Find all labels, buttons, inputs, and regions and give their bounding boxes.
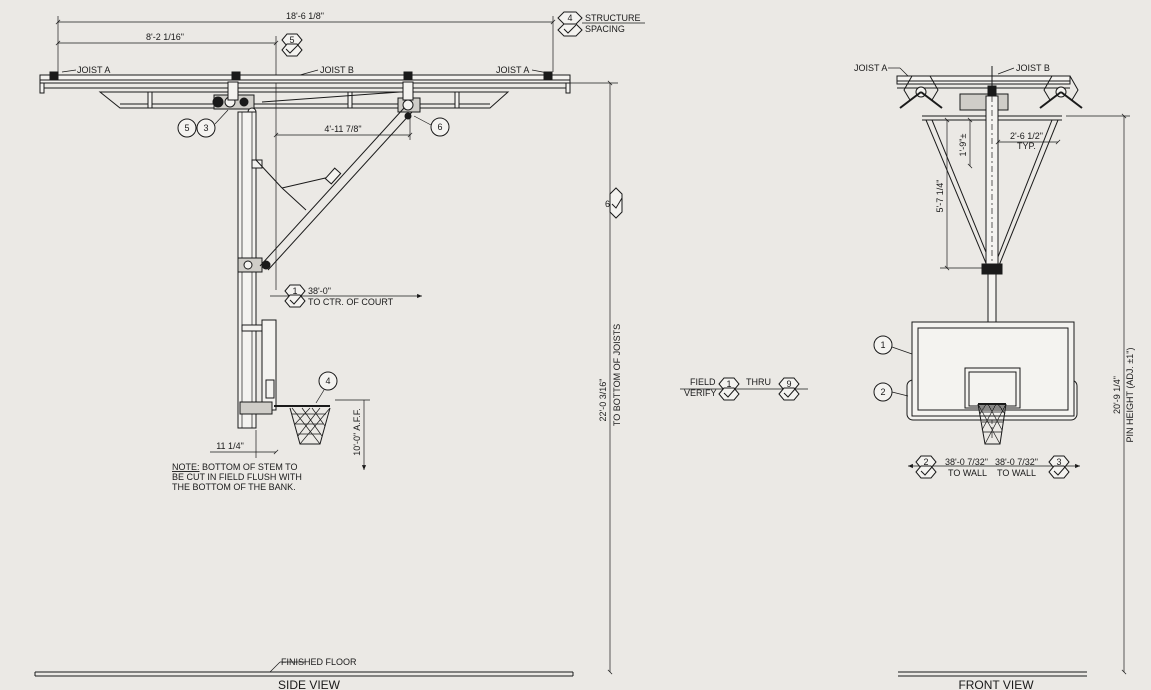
svg-text:10'-0" A.F.F.: 10'-0" A.F.F. xyxy=(352,408,362,455)
structure-spacing-line1: STRUCTURE xyxy=(585,13,641,23)
svg-text:3: 3 xyxy=(1056,457,1061,467)
svg-text:TO WALL: TO WALL xyxy=(997,468,1036,478)
svg-text:TYP.: TYP. xyxy=(1017,141,1036,151)
diagonal-brace xyxy=(255,107,413,271)
svg-text:BE CUT IN FIELD FLUSH WITH: BE CUT IN FIELD FLUSH WITH xyxy=(172,472,302,482)
structure-spacing-line2: SPACING xyxy=(585,24,625,34)
svg-text:VERIFY: VERIFY xyxy=(684,388,717,398)
svg-text:2: 2 xyxy=(923,457,928,467)
svg-text:4: 4 xyxy=(325,376,330,386)
backboard xyxy=(906,321,1078,445)
tag-circle-4: 4 xyxy=(315,371,338,404)
joist-a-right-label: JOIST A xyxy=(496,65,529,75)
svg-text:6: 6 xyxy=(605,199,610,209)
dim-rim: 10'-0" A.F.F. xyxy=(335,399,370,470)
svg-text:11 1/4": 11 1/4" xyxy=(216,441,244,451)
hoop-side xyxy=(274,405,331,445)
side-view: 18'-6 1/8" 4 STRUCTURE SPACING 8'-2 1/16… xyxy=(34,11,645,690)
front-frame xyxy=(922,95,1062,440)
svg-text:1: 1 xyxy=(880,340,885,350)
svg-text:38'-0 7/32": 38'-0 7/32" xyxy=(995,457,1038,467)
svg-text:NOTE: BOTTOM OF STEM TO: NOTE: BOTTOM OF STEM TO xyxy=(172,462,298,472)
svg-text:PIN HEIGHT (ADJ. ±1"): PIN HEIGHT (ADJ. ±1") xyxy=(1125,348,1135,443)
svg-text:4'-11 7/8": 4'-11 7/8" xyxy=(324,124,361,134)
dim-diag: 4'-11 7/8" xyxy=(273,118,413,140)
tag-circle-3: 3 xyxy=(196,109,229,138)
front-view-title: FRONT VIEW xyxy=(958,678,1034,690)
dim-width-front: 2'-6 1/2" TYP. xyxy=(995,131,1061,151)
svg-text:1: 1 xyxy=(726,379,731,389)
dim-pin-height: 20'-9 1/4" PIN HEIGHT (ADJ. ±1") xyxy=(1066,113,1135,675)
svg-text:TO WALL: TO WALL xyxy=(948,468,987,478)
svg-text:1: 1 xyxy=(292,286,297,296)
dim-wall: 2 38'-0 7/32" TO WALL 38'-0 7/32" TO WAL… xyxy=(908,455,1080,479)
side-view-title: SIDE VIEW xyxy=(278,678,341,690)
dim-height: 22'-0 3/16" TO BOTTOM OF JOISTS xyxy=(570,80,622,675)
svg-text:2'-6 1/2": 2'-6 1/2" xyxy=(1010,131,1043,141)
structure-spacing-tag: 4 STRUCTURE SPACING xyxy=(557,11,645,37)
field-verify-note: FIELD VERIFY 1 THRU 9 xyxy=(680,377,808,401)
joist-beam-front xyxy=(896,75,1071,89)
court-callout: 1 38'-0" TO CTR. OF COURT xyxy=(270,284,422,308)
dim-small-front: 1'-9"± xyxy=(958,117,973,169)
svg-text:THRU: THRU xyxy=(746,377,771,387)
tag-circle-2-front: 2 xyxy=(873,382,909,402)
svg-text:TO CTR. OF COURT: TO CTR. OF COURT xyxy=(308,297,394,307)
svg-text:TO BOTTOM OF JOISTS: TO BOTTOM OF JOISTS xyxy=(612,324,622,426)
vertical-stem xyxy=(237,111,277,429)
front-joist-b-label: JOIST B xyxy=(1016,63,1050,73)
svg-text:5'-7 1/4": 5'-7 1/4" xyxy=(935,180,945,213)
svg-text:5: 5 xyxy=(184,123,189,133)
svg-text:1'-9"±: 1'-9"± xyxy=(958,134,968,157)
finished-floor-front xyxy=(898,671,1087,677)
svg-text:2: 2 xyxy=(880,387,885,397)
svg-text:THE BOTTOM OF THE BANK.: THE BOTTOM OF THE BANK. xyxy=(172,482,296,492)
tag-6-hex: 6 xyxy=(605,187,623,219)
svg-text:FIELD: FIELD xyxy=(690,377,716,387)
front-view: JOIST A JOIST B xyxy=(854,63,1135,690)
dim-left-label: 8'-2 1/16" xyxy=(146,32,184,42)
svg-text:38'-0 7/32": 38'-0 7/32" xyxy=(945,457,988,467)
joist-beam-side xyxy=(39,71,571,94)
svg-text:9: 9 xyxy=(786,379,791,389)
tag-circle-5: 5 xyxy=(177,118,197,138)
svg-text:5: 5 xyxy=(289,35,294,45)
dim-overall: 18'-6 1/8" xyxy=(55,11,556,72)
dim-stem-offset: 11 1/4" xyxy=(210,430,279,458)
front-joist-a-label: JOIST A xyxy=(854,63,887,73)
svg-text:38'-0": 38'-0" xyxy=(308,286,331,296)
svg-text:4: 4 xyxy=(567,13,572,23)
stem-note: NOTE: BOTTOM OF STEM TO BE CUT IN FIELD … xyxy=(172,462,302,492)
joist-b-label: JOIST B xyxy=(320,65,354,75)
stem-bracket xyxy=(212,81,257,117)
svg-text:6: 6 xyxy=(437,122,442,132)
tag-circle-6: 6 xyxy=(413,115,450,137)
tag-5-hex: 5 xyxy=(281,33,303,57)
dim-overall-label: 18'-6 1/8" xyxy=(286,11,324,21)
tag-circle-1-front: 1 xyxy=(873,335,913,355)
svg-text:3: 3 xyxy=(203,123,208,133)
joist-a-left-label: JOIST A xyxy=(77,65,110,75)
dim-brace-front: 5'-7 1/4" xyxy=(935,117,986,271)
finished-floor-side: FINISHED FLOOR xyxy=(34,657,574,677)
svg-text:20'-9 1/4": 20'-9 1/4" xyxy=(1112,376,1122,414)
svg-text:FINISHED FLOOR: FINISHED FLOOR xyxy=(281,657,357,667)
svg-text:22'-0 3/16": 22'-0 3/16" xyxy=(598,379,608,422)
truss-frame xyxy=(98,91,510,109)
